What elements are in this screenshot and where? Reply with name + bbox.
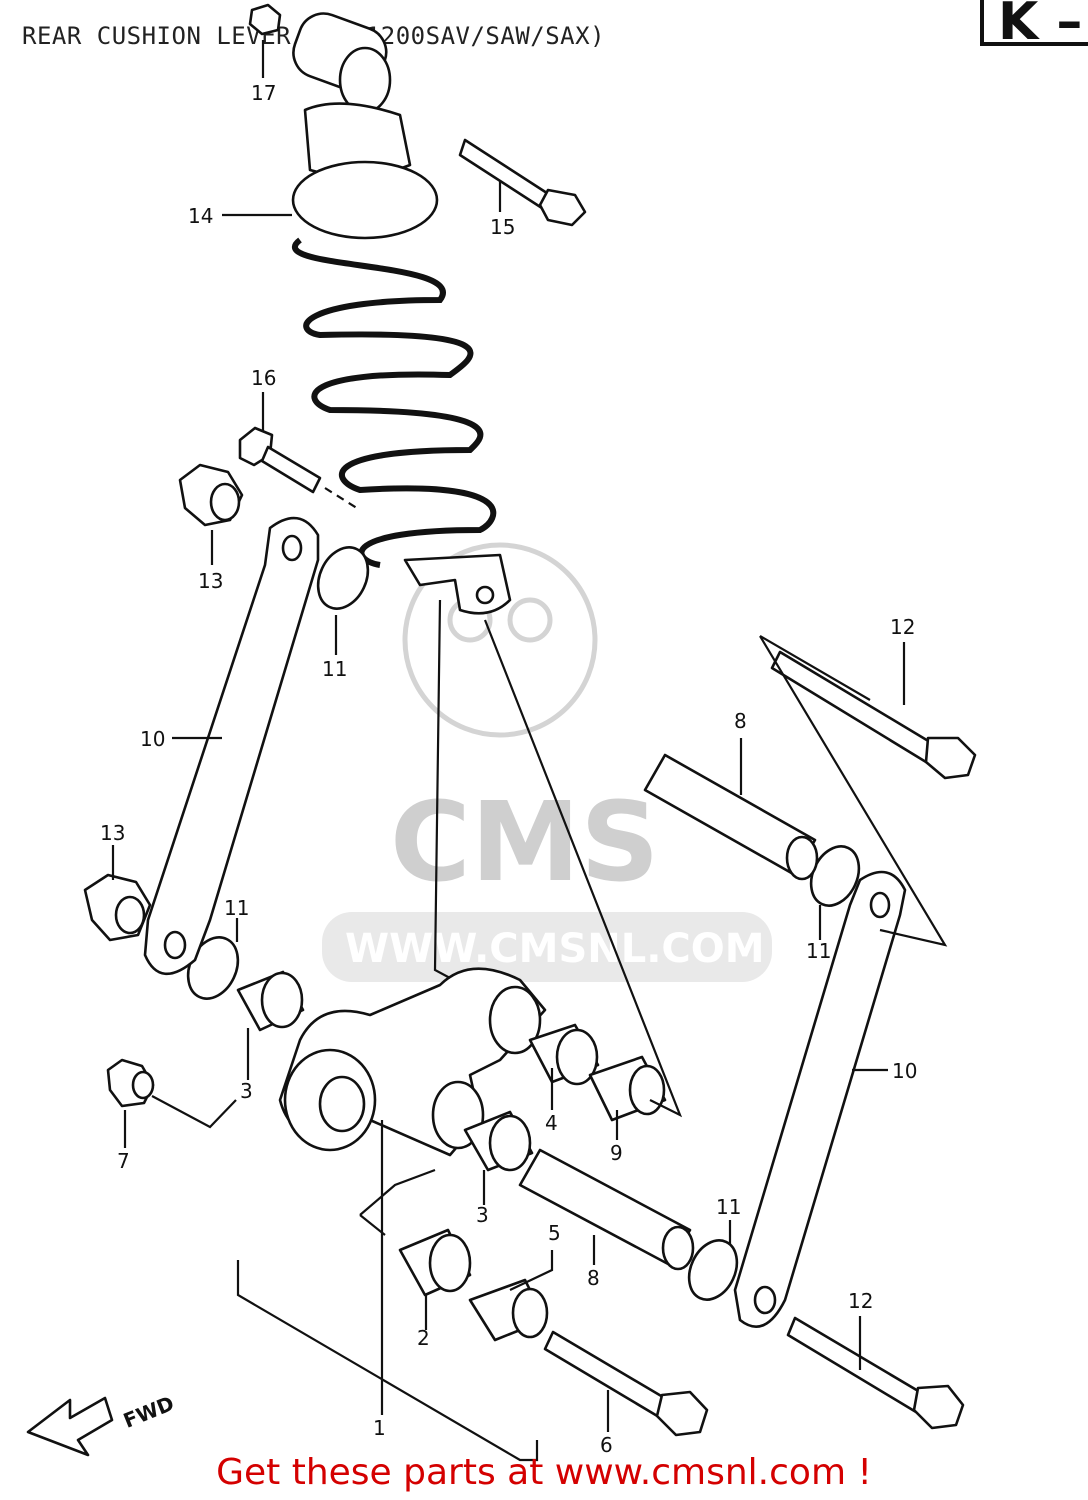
callout-6: 6 [600, 1433, 613, 1457]
lever-upper-boss [488, 985, 542, 1055]
section-tag: K – [980, 0, 1088, 52]
callout-1: 1 [373, 1416, 386, 1440]
rod-part-10-right [733, 870, 907, 1328]
callout-13: 13 [100, 821, 125, 845]
nut-part-17 [248, 3, 282, 36]
bolt-12-upper-head [924, 736, 977, 780]
nut-13-top-face [209, 482, 241, 522]
watermark-mascot-eye [507, 597, 553, 643]
callout-4: 4 [545, 1111, 558, 1135]
callout-labels: 1 2 3 3 4 5 6 7 8 8 9 10 10 11 11 11 11 … [100, 81, 917, 1457]
callout-3: 3 [476, 1203, 489, 1227]
callout-7: 7 [117, 1149, 130, 1173]
nut-13-lower-face [114, 895, 146, 935]
callout-11: 11 [716, 1195, 741, 1219]
bushing-part-5 [468, 1278, 549, 1342]
bushing-9-face [628, 1064, 666, 1116]
shock-absorber-part-14 [291, 12, 512, 615]
bolt-6-shank [543, 1330, 670, 1419]
bolt-part-16 [238, 426, 322, 494]
rod-10-right-bottom-hole [753, 1285, 777, 1315]
callout-9: 9 [610, 1141, 623, 1165]
bearing-part-3-upper [236, 970, 305, 1032]
washer-part-11-d [687, 1239, 739, 1301]
footer-promo-link[interactable]: Get these parts at www.cmsnl.com ! [216, 1452, 872, 1493]
callout-12: 12 [890, 615, 915, 639]
bolt-15-shank [458, 138, 552, 212]
callout-5: 5 [548, 1221, 561, 1245]
lever-front-bore [318, 1075, 366, 1133]
bolt-12-lower-shank [786, 1316, 927, 1414]
callout-3: 3 [240, 1079, 253, 1103]
section-tag-text: K – [998, 0, 1083, 52]
bolt-16-shank [260, 445, 322, 494]
spacer-8-lower-body [518, 1148, 692, 1267]
rod-10-left-bottom-hole [163, 930, 187, 960]
watermark-logo-text: CMS [390, 778, 659, 906]
bushing-part-9 [588, 1055, 667, 1122]
watermark-url-text: WWW.CMSNL.COM [345, 926, 765, 972]
shock-adjuster-ring [291, 160, 439, 240]
nut-part-13-top [178, 463, 244, 527]
callout-10: 10 [892, 1059, 917, 1083]
rod-10-right-top-hole [869, 891, 891, 919]
spacer-part-8-upper [643, 753, 819, 881]
bushing-5-face [511, 1287, 549, 1339]
bolt-12-upper-shank [770, 650, 937, 764]
bolt-part-6 [543, 1330, 709, 1437]
shock-spring-coil [292, 237, 497, 568]
cushion-lever-part-1 [278, 967, 547, 1157]
bearing-part-3-lower [463, 1110, 534, 1172]
bearing-part-2 [398, 1228, 472, 1297]
rod-10-left-top-hole [281, 534, 303, 562]
callout-13: 13 [198, 569, 223, 593]
bearing-2-face [428, 1233, 472, 1293]
callout-10: 10 [140, 727, 165, 751]
spacer-part-8-lower [518, 1148, 695, 1271]
nut-part-7 [106, 1058, 155, 1108]
nut-7-face [131, 1070, 155, 1100]
callout-8: 8 [734, 709, 747, 733]
callout-11: 11 [224, 896, 249, 920]
watermark: CMS WWW.CMSNL.COM [322, 542, 772, 982]
bolt-part-12-lower [786, 1316, 965, 1430]
bolt-part-12-upper [770, 650, 977, 780]
callout-15: 15 [490, 215, 515, 239]
bearing-part-4 [528, 1023, 600, 1086]
shock-top-bushing [338, 46, 392, 114]
spacer-8-upper-face [785, 835, 819, 881]
bolt-part-15 [458, 138, 587, 227]
callout-16: 16 [251, 366, 276, 390]
bearing-3-upper-face [260, 971, 304, 1029]
callout-11: 11 [322, 657, 347, 681]
callout-8: 8 [587, 1266, 600, 1290]
fwd-label: FWD [120, 1391, 178, 1433]
leader-lines [111, 40, 948, 1462]
rod-part-10-left [143, 516, 320, 976]
spacer-8-upper-body [643, 753, 817, 877]
nut-part-13-lower [83, 873, 152, 942]
bolt-6-head [655, 1390, 709, 1437]
leader-dashed-16 [324, 487, 361, 511]
watermark-mascot-outline [402, 542, 598, 738]
callout-2: 2 [417, 1326, 430, 1350]
callout-17: 17 [251, 81, 276, 105]
bolt-15-head [538, 188, 587, 227]
callout-12: 12 [848, 1289, 873, 1313]
callout-11: 11 [806, 939, 831, 963]
shock-lower-hole [475, 585, 495, 605]
bolt-12-lower-head [912, 1384, 965, 1430]
fwd-arrow-icon [26, 1396, 114, 1457]
washer-part-11-a [316, 546, 370, 610]
callout-14: 14 [188, 204, 213, 228]
bearing-4-face [555, 1028, 599, 1086]
bearing-3-lower-face [488, 1114, 532, 1172]
spacer-8-lower-face [661, 1225, 695, 1271]
